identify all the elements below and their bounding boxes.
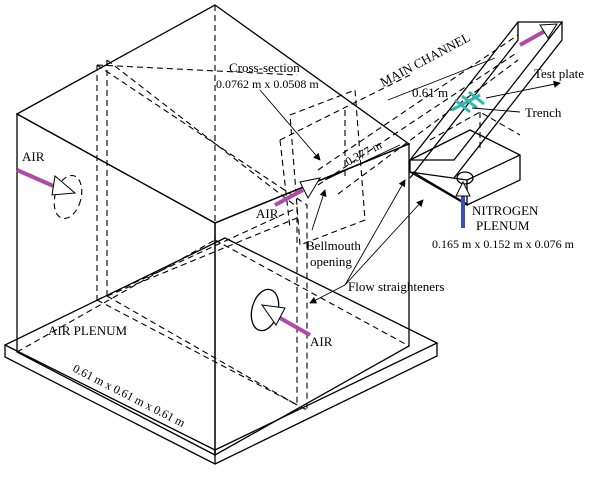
dimension-line-inner [324,144,401,181]
leader-flow-straightener-2 [344,199,424,286]
label-air-front: AIR [310,334,333,349]
nitrogen-inlet-ellipse [456,171,474,185]
label-test-plate: Test plate [534,66,584,81]
leader-trench [471,107,521,113]
main-channel [279,21,564,246]
label-trench: Trench [525,105,562,120]
label-nitrogen-1: NITROGEN [472,203,539,218]
air-arrow-mid [274,177,322,207]
label-cross-section-dims: 0.0762 m x 0.0508 m [216,77,319,91]
main-channel-outflow-arrow [519,23,558,47]
leader-cross-section [259,89,321,161]
label-main-channel: MAIN CHANNEL [377,29,472,89]
air-arrow-front [260,304,311,337]
base-plate [3,237,439,465]
leader-flow-straightener-1 [344,179,406,286]
leader-bellmouth [311,189,327,231]
label-bellmouth-opening: opening [310,254,352,269]
label-flow-straighteners: Flow straighteners [348,279,444,294]
label-cross-section: Cross-section [229,60,300,75]
leader-test-plate [485,80,561,99]
air-arrow-left [16,168,77,196]
label-air-left: AIR [22,149,45,164]
label-air-mid: AIR [256,206,279,221]
air-plenum-box [15,4,411,457]
label-main-channel-length: 0.61 m [412,85,448,100]
test-plate [451,90,485,114]
label-nitrogen-dims: 0.165 m x 0.152 m x 0.076 m [432,237,575,251]
nitrogen-arrow [455,180,471,228]
dimension-line-main [387,57,496,101]
leader-flow-straightener-3 [309,284,346,304]
label-air-plenum: AIR PLENUM [48,323,128,338]
label-bellmouth: Bellmouth [306,238,361,253]
label-nitrogen-2: PLENUM [476,218,530,233]
